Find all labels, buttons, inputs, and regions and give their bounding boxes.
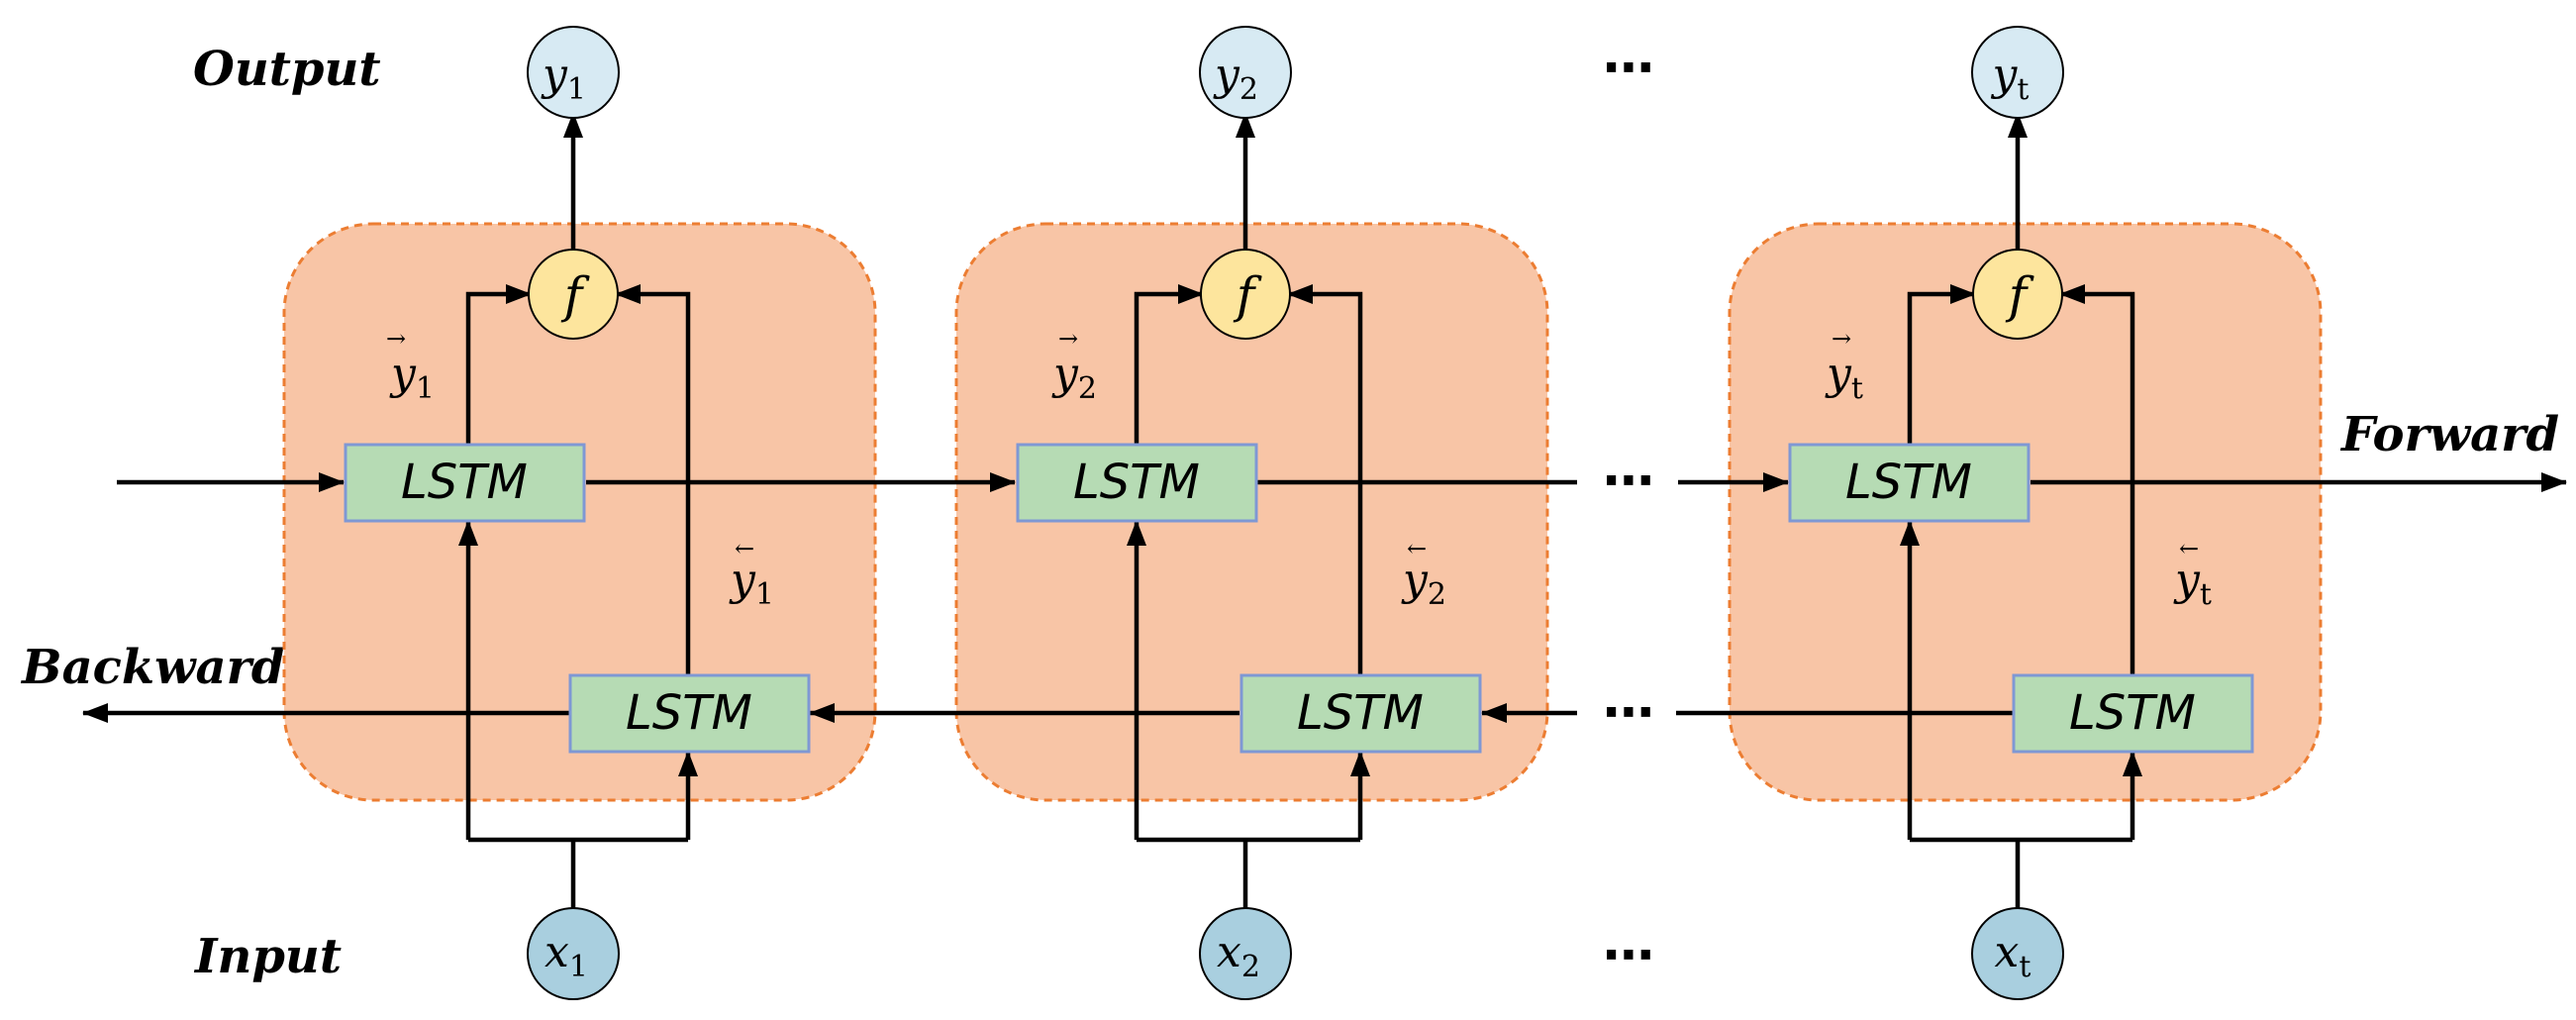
output-node-t: [1971, 26, 2064, 119]
output-label-2: y2: [1213, 50, 1258, 107]
fwd-to-f-2: [1134, 284, 1204, 444]
backward-hidden-label-1: y1: [729, 555, 774, 612]
timestep-t: LSTM LSTM f yt xt → yt ← yt: [1788, 26, 2254, 1000]
forward-lstm-t: [1788, 443, 2031, 523]
forward-lstm-label-2: LSTM: [1073, 455, 1200, 510]
backward-arrow-accent-2: ←: [1407, 535, 1427, 562]
backward-lstm-label-t: LSTM: [2069, 685, 2196, 741]
input-node-t: [1971, 907, 2064, 1000]
forward-lstm-1: [344, 443, 586, 523]
timestep-2: LSTM LSTM f y2 x2 → y2 ← y2: [1016, 26, 1482, 1000]
backward-arrow-accent-1: ←: [735, 535, 754, 562]
ellipsis-output: ⋯: [1603, 39, 1654, 98]
output-node-2: [1199, 26, 1292, 119]
backward-label: Backward: [20, 640, 284, 695]
forward-lstm-label-1: LSTM: [401, 455, 528, 510]
backward-lstm-t: [2012, 673, 2254, 754]
ellipsis-backward: ⋯: [1603, 683, 1654, 743]
backward-lstm-1: [568, 673, 811, 754]
backward-hidden-label-t: yt: [2173, 555, 2212, 612]
input-node-1: [527, 907, 620, 1000]
backward-arrow-accent-t: ←: [2179, 535, 2199, 562]
ellipsis-input: ⋯: [1603, 926, 1654, 985]
backward-lstm-label-1: LSTM: [626, 685, 752, 741]
input-label-1: x1: [545, 927, 588, 984]
input-label-2: x2: [1217, 927, 1260, 984]
output-row-label: Output: [193, 42, 381, 97]
input-label-t: xt: [1995, 927, 2031, 984]
output-node-1: [527, 26, 620, 119]
backward-lstm-label-2: LSTM: [1297, 685, 1424, 741]
backward-hidden-label-2: y2: [1401, 555, 1446, 612]
fwd-to-f-1: [465, 284, 532, 444]
forward-hidden-label-2: y2: [1051, 349, 1097, 406]
bwd-to-f-t: [2059, 284, 2135, 674]
forward-hidden-label-t: yt: [1825, 349, 1863, 406]
backward-lstm-2: [1239, 673, 1482, 754]
bwd-to-f-1: [615, 284, 691, 674]
forward-arrow-accent-1: →: [386, 325, 406, 353]
combine-node-t: [1972, 249, 2063, 340]
input-node-2: [1199, 907, 1292, 1000]
combine-node-1: [528, 249, 619, 340]
forward-lstm-2: [1016, 443, 1258, 523]
timestep-1: LSTM LSTM f y1 x1 → y1 ← y1: [344, 26, 811, 1000]
input-row-label: Input: [193, 929, 342, 984]
forward-hidden-label-1: y1: [389, 349, 435, 406]
output-label-1: y1: [541, 50, 586, 107]
forward-lstm-label-t: LSTM: [1845, 455, 1972, 510]
output-label-t: yt: [1991, 50, 2030, 107]
fwd-to-f-t: [1907, 284, 1976, 444]
forward-arrow-accent-t: →: [1832, 325, 1851, 353]
bwd-to-f-2: [1287, 284, 1363, 674]
forward-label: Forward: [2339, 407, 2559, 462]
ellipsis-forward: ⋯: [1603, 452, 1654, 511]
forward-arrow-accent-2: →: [1058, 325, 1078, 353]
combine-node-2: [1200, 249, 1291, 340]
